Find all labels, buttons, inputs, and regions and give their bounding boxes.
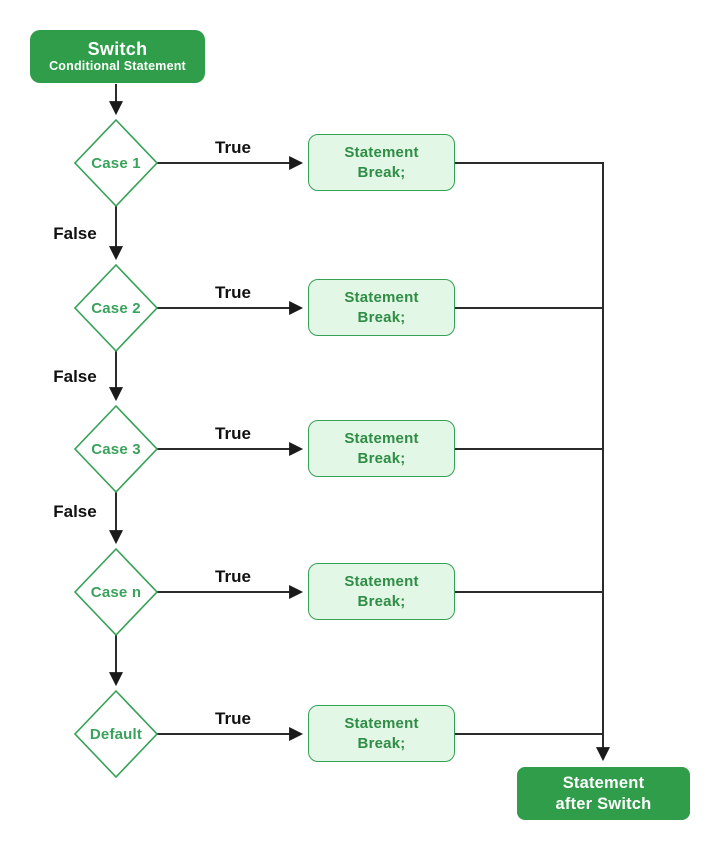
case-n-label: Case n — [90, 583, 142, 601]
true-label-2: True — [215, 283, 251, 302]
case-n-diamond — [73, 547, 159, 637]
true-label-1: True — [215, 138, 251, 157]
statement-box-1-line1: Statement — [344, 144, 419, 161]
statement-box-4-line2: Break; — [357, 592, 406, 610]
case-1-diamond — [73, 118, 159, 208]
end-node-line2: after Switch — [555, 794, 652, 813]
start-node-subtitle: Conditional Statement — [49, 59, 186, 74]
case-3-diamond — [73, 404, 159, 494]
case-3-label: Case 3 — [91, 440, 141, 458]
false-label-1: False — [53, 224, 97, 243]
false-label-2: False — [53, 367, 97, 386]
statement-box-4: Statement Break; — [308, 563, 455, 620]
statement-box-2: Statement Break; — [308, 279, 455, 336]
statement-box-2-line1: Statement — [344, 289, 419, 306]
statement-box-2-line2: Break; — [357, 308, 406, 326]
true-label-4: True — [215, 567, 251, 586]
default-diamond — [73, 689, 159, 779]
default-label: Default — [89, 725, 143, 743]
case-2-diamond — [73, 263, 159, 353]
case-1-label: Case 1 — [91, 154, 141, 172]
statement-box-1: Statement Break; — [308, 134, 455, 191]
statement-box-5-line2: Break; — [357, 734, 406, 752]
statement-box-1-line2: Break; — [357, 163, 406, 181]
start-node-title: Switch — [87, 38, 148, 59]
end-node: Statement after Switch — [517, 767, 690, 820]
case-2-label: Case 2 — [91, 299, 141, 317]
statement-box-3-line1: Statement — [344, 430, 419, 447]
statement-box-5-line1: Statement — [344, 715, 419, 732]
statement-box-4-line1: Statement — [344, 573, 419, 590]
statement-box-3-line2: Break; — [357, 449, 406, 467]
true-label-5: True — [215, 709, 251, 728]
start-node: Switch Conditional Statement — [30, 30, 205, 83]
false-label-3: False — [53, 502, 97, 521]
statement-box-3: Statement Break; — [308, 420, 455, 477]
statement-box-5: Statement Break; — [308, 705, 455, 762]
true-label-3: True — [215, 424, 251, 443]
end-node-line1: Statement — [562, 773, 645, 792]
